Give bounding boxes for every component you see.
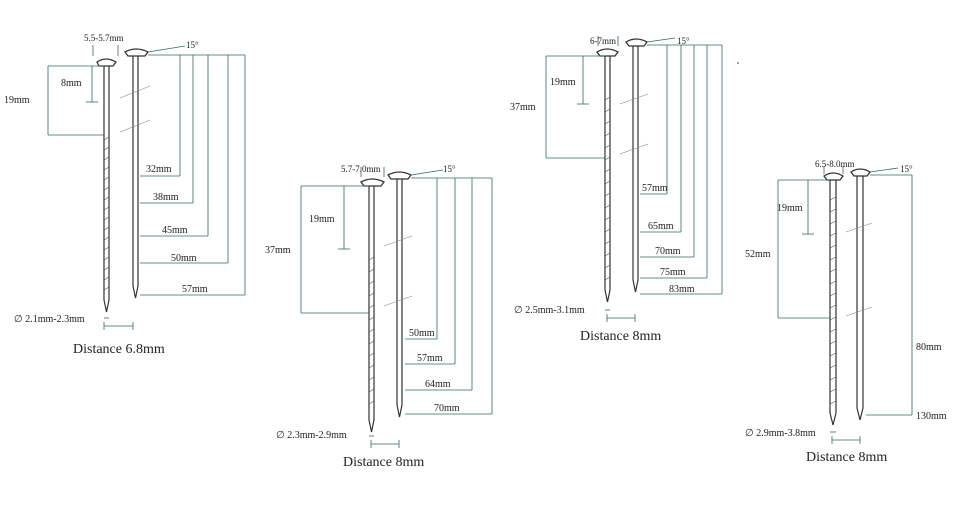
shank-ring-label: 19mm: [309, 214, 335, 225]
length-label-4: 70mm: [434, 403, 460, 414]
head-width-label: 5.7-7.0mm: [341, 164, 381, 174]
first-ring-label: 52mm: [745, 249, 771, 260]
diagram-1: 5.5-5.7mm 15° 8mm 19mm 32mm 38mm 45mm 50…: [4, 33, 246, 357]
angle-label: 15°: [677, 36, 690, 46]
first-ring-label: 19mm: [4, 95, 30, 106]
first-ring-label: 37mm: [265, 245, 291, 256]
dimension-lines: [777, 166, 913, 444]
nail-right: [619, 38, 649, 293]
length-label-2: 38mm: [153, 192, 179, 203]
head-width-label: 6-7mm: [590, 36, 616, 46]
length-label-1: 57mm: [642, 183, 668, 194]
shank-ring-label: 8mm: [61, 78, 82, 89]
diagram-3: 6-7mm 15° 19mm 37mm 57mm 65mm 70mm 75mm …: [510, 36, 739, 344]
shank-ring-label: 19mm: [777, 203, 803, 214]
angle-label: 15°: [900, 164, 913, 174]
distance-label: Distance 6.8mm: [73, 342, 165, 357]
nail-left: [823, 172, 844, 426]
distance-label: Distance 8mm: [806, 450, 887, 465]
shank-ring-label: 19mm: [550, 77, 576, 88]
length-label-1: 50mm: [409, 328, 435, 339]
distance-label: Distance 8mm: [343, 455, 424, 470]
nail-left: [96, 58, 117, 313]
length-label-2: 57mm: [417, 353, 443, 364]
nail-right: [845, 168, 873, 421]
length-label-3: 64mm: [425, 379, 451, 390]
dimension-lines: [545, 36, 723, 322]
diagram-2: 5.7-7.0mm 15° 19mm 37mm 50mm 57mm 64mm 7…: [265, 164, 493, 470]
diameter-label: ∅ 2.1mm-2.3mm: [14, 314, 85, 325]
length-label-1: 80mm: [916, 342, 942, 353]
distance-label: Distance 8mm: [580, 329, 661, 344]
length-label-2: 65mm: [648, 221, 674, 232]
length-label-2: 130mm: [916, 411, 947, 422]
length-label-5: 83mm: [669, 284, 695, 295]
head-width-label: 5.5-5.7mm: [84, 33, 124, 43]
length-label-4: 75mm: [660, 267, 686, 278]
diameter-label: ∅ 2.5mm-3.1mm: [514, 305, 585, 316]
nail-left: [596, 48, 619, 303]
length-label-4: 50mm: [171, 253, 197, 264]
diameter-label: ∅ 2.9mm-3.8mm: [745, 428, 816, 439]
dimension-lines: [47, 45, 246, 330]
dimension-lines: [300, 167, 493, 448]
length-label-3: 70mm: [655, 246, 681, 257]
angle-label: 15°: [186, 40, 199, 50]
diagram-4: 6.5-8.0mm 15° 19mm 52mm 80mm 130mm ∅ 2.9…: [745, 159, 947, 465]
nail-right: [383, 171, 413, 418]
head-width-label: 6.5-8.0mm: [815, 159, 855, 169]
diameter-label: ∅ 2.3mm-2.9mm: [276, 430, 347, 441]
nail-left: [360, 178, 385, 433]
length-label-1: 32mm: [146, 164, 172, 175]
length-label-5: 57mm: [182, 284, 208, 295]
first-ring-label: 37mm: [510, 102, 536, 113]
stray-dot: [737, 62, 739, 64]
nail-right: [119, 48, 151, 299]
length-label-3: 45mm: [162, 225, 188, 236]
angle-label: 15°: [443, 164, 456, 174]
